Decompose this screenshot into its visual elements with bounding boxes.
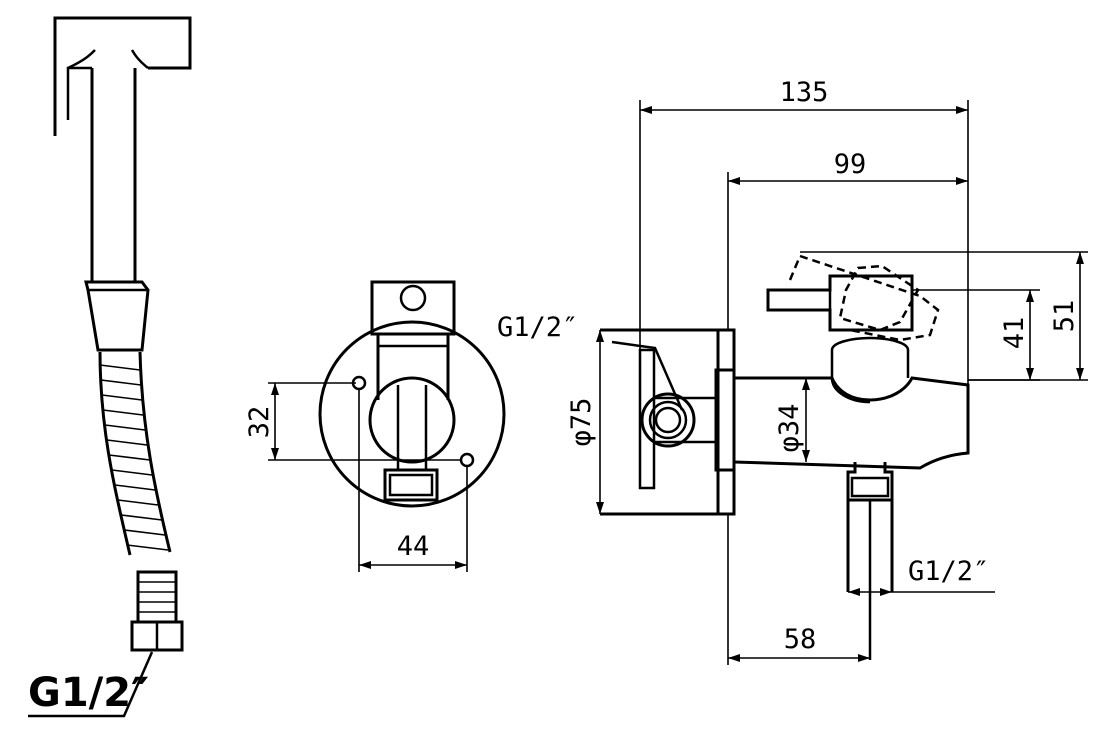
hose	[98, 351, 172, 556]
hand-shower: G1/2″	[28, 16, 192, 718]
outlet-thread-label: G1/2″	[908, 556, 989, 587]
plate-diameter-dimension: φ75	[566, 398, 597, 447]
front-vertical-dimension: 32	[244, 406, 275, 439]
overall-width-dimension: 135	[780, 77, 829, 108]
side-view: G1/2″ φ75 φ34 G1/2″ 1	[497, 77, 1088, 665]
front-horizontal-dimension: 44	[397, 531, 430, 562]
handle-height-outer-dimension: 51	[1049, 300, 1080, 333]
body-width-dimension: 99	[834, 149, 867, 180]
front-view: 32 44	[244, 280, 506, 572]
body-diameter-dimension: φ34	[774, 404, 805, 453]
inlet-thread-label: G1/2″	[497, 312, 578, 343]
outlet-offset-dimension: 58	[784, 624, 817, 655]
handle-height-inner-dimension: 41	[999, 317, 1030, 350]
hand-shower-thread-label: G1/2″	[28, 670, 149, 716]
